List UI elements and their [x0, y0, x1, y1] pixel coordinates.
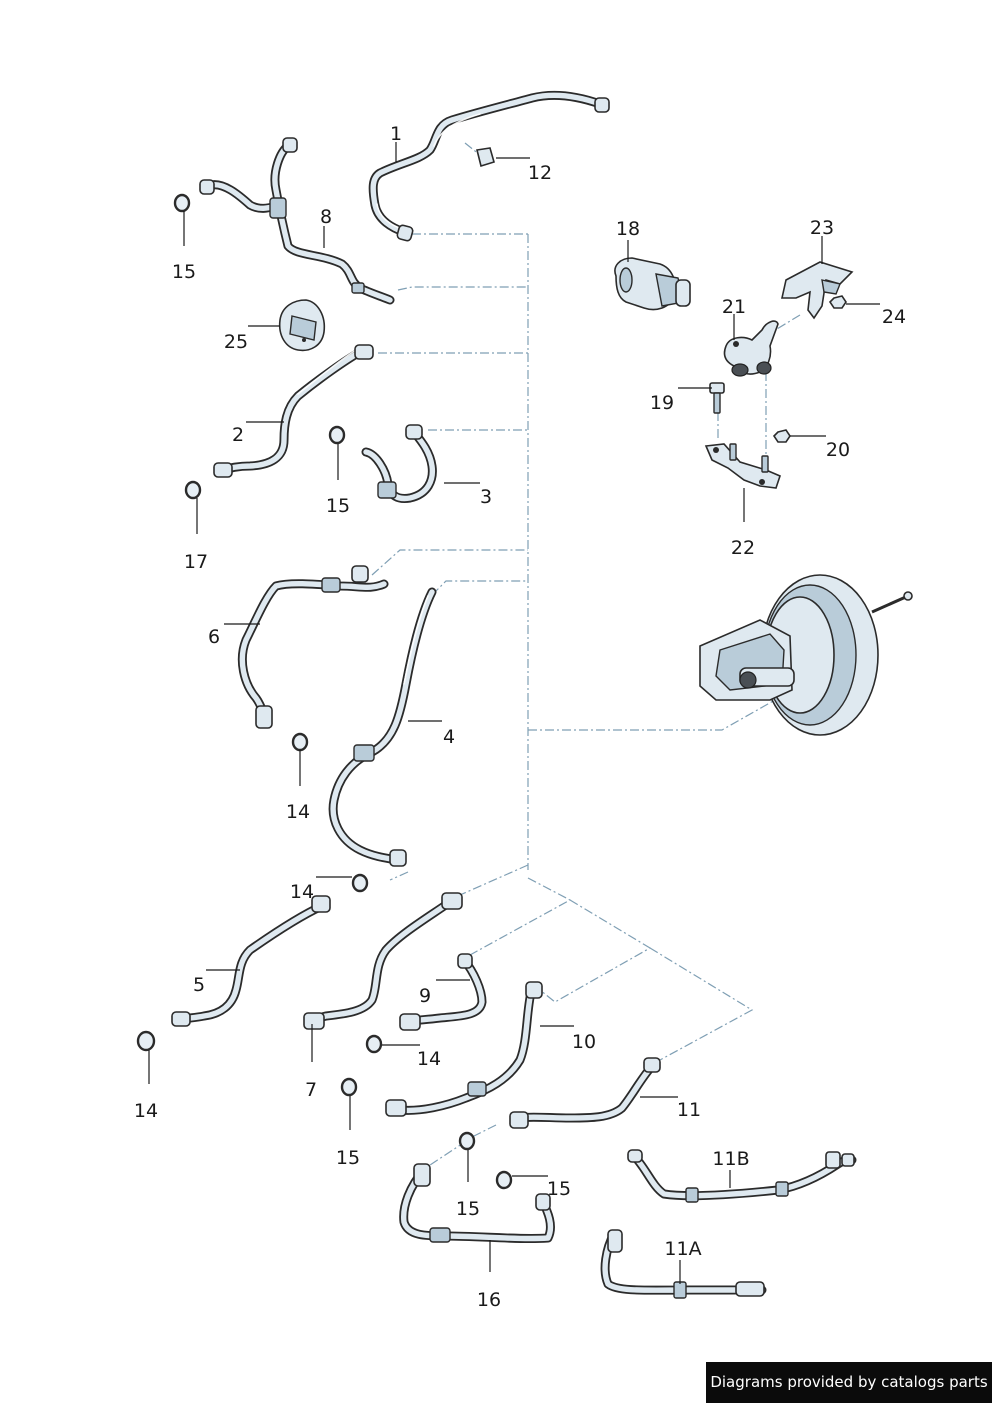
hose-1 — [368, 90, 610, 242]
callout-6: 6 — [208, 626, 220, 648]
hose-7 — [303, 892, 463, 1030]
callout-15-mid: 15 — [326, 495, 350, 517]
callout-22: 22 — [731, 537, 755, 559]
callout-17: 17 — [184, 551, 208, 573]
callout-24: 24 — [882, 306, 906, 328]
callout-19: 19 — [650, 392, 674, 414]
callout-14-a: 14 — [286, 801, 310, 823]
hose-11 — [509, 1057, 661, 1129]
hose-11a — [600, 1229, 767, 1299]
valve-21 — [723, 320, 779, 377]
callout-18: 18 — [616, 218, 640, 240]
nut-24 — [828, 295, 847, 309]
callout-14-d: 14 — [134, 1100, 158, 1122]
hose-11b — [627, 1149, 857, 1203]
callout-16: 16 — [477, 1289, 501, 1311]
callout-4: 4 — [443, 726, 455, 748]
callout-15-e: 15 — [456, 1198, 480, 1220]
guide-lines — [371, 142, 801, 1166]
callout-3: 3 — [480, 486, 492, 508]
bolt-19 — [709, 382, 725, 414]
hose-4 — [328, 587, 437, 867]
callout-23: 23 — [810, 217, 834, 239]
callout-7: 7 — [305, 1079, 317, 1101]
callout-12: 12 — [528, 162, 552, 184]
watermark-banner: Diagrams provided by catalogs parts — [706, 1362, 992, 1403]
callout-8: 8 — [320, 206, 332, 228]
callout-5: 5 — [193, 974, 205, 996]
callout-15-top: 15 — [172, 261, 196, 283]
hose-5 — [171, 895, 331, 1027]
hose-10 — [385, 981, 543, 1117]
callout-11a: 11A — [664, 1238, 701, 1260]
leader-lines — [148, 142, 880, 1284]
callout-25: 25 — [224, 331, 248, 353]
hose-3 — [361, 424, 437, 503]
hose-2 — [213, 344, 374, 478]
clamp-rings — [136, 147, 513, 1190]
callout-20: 20 — [826, 439, 850, 461]
callout-labels: 1 12 8 15 25 2 15 3 17 6 4 14 14 5 9 10 … — [134, 123, 906, 1311]
hose-9 — [399, 953, 487, 1031]
nut-20 — [772, 429, 791, 443]
callout-21: 21 — [722, 296, 746, 318]
callout-11: 11 — [677, 1099, 701, 1121]
bracket-23 — [781, 261, 854, 320]
callout-15-d: 15 — [547, 1178, 571, 1200]
callout-14-c: 14 — [417, 1048, 441, 1070]
callout-9: 9 — [419, 985, 431, 1007]
callout-15-c: 15 — [336, 1147, 360, 1169]
clip-25 — [278, 299, 326, 352]
pump-18 — [614, 257, 691, 311]
callout-14-b: 14 — [290, 881, 314, 903]
brake-booster — [699, 574, 913, 736]
hose-8 — [199, 137, 395, 305]
callout-11b: 11B — [712, 1148, 749, 1170]
callout-10: 10 — [572, 1031, 596, 1053]
hose-6 — [237, 565, 389, 729]
hose-16 — [399, 1163, 555, 1244]
callout-1: 1 — [390, 123, 402, 145]
callout-2: 2 — [232, 424, 244, 446]
bracket-22 — [704, 443, 781, 489]
